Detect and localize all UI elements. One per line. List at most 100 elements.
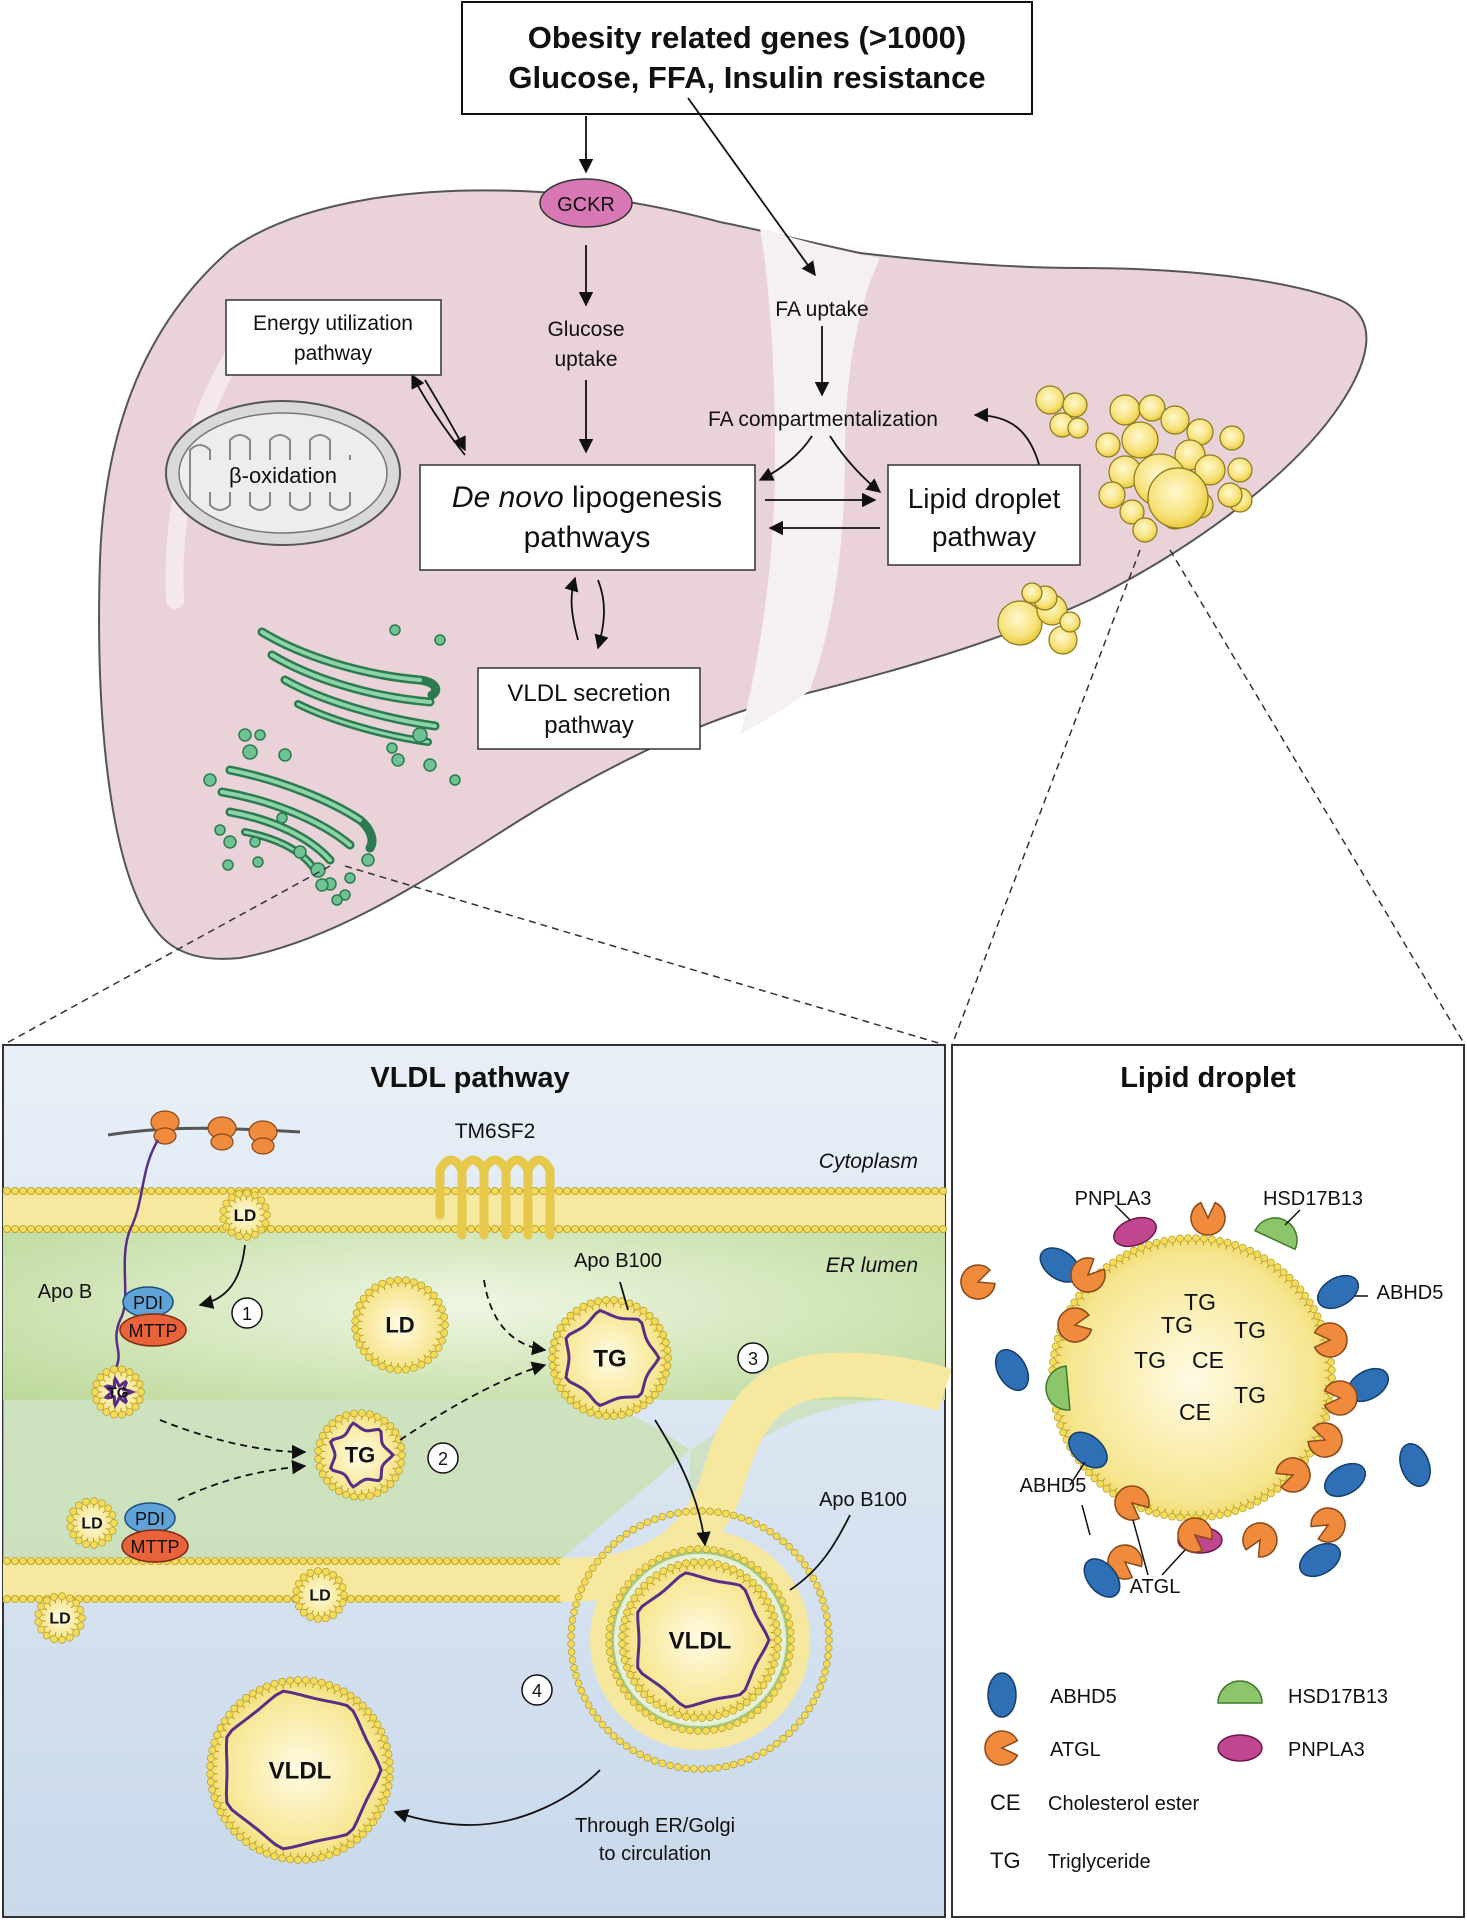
lipid-head — [578, 1586, 585, 1593]
lipid-head — [374, 1490, 381, 1497]
lipid-head — [801, 1712, 808, 1719]
lipid-head — [91, 1595, 98, 1602]
golgi-vesicle — [255, 730, 265, 740]
lipid-head — [731, 1225, 738, 1232]
lipid-head — [659, 1187, 666, 1194]
glucose-uptake-label-2: uptake — [554, 348, 617, 371]
lipid-head — [195, 1187, 202, 1194]
lipid-head — [827, 1187, 834, 1194]
lipid-head — [635, 1685, 642, 1692]
lipid-head — [271, 1853, 278, 1860]
lipid-head — [111, 1411, 118, 1418]
lipid-head — [335, 1606, 342, 1613]
lipid-head — [1103, 1485, 1110, 1492]
lipid-head — [300, 1609, 307, 1616]
pnpla3-protein — [1218, 1735, 1262, 1761]
lipid-head — [491, 1225, 498, 1232]
lipid-head — [507, 1557, 514, 1564]
lipid-head — [435, 1225, 442, 1232]
lipid-head — [441, 1330, 448, 1337]
lipid-head — [715, 1225, 722, 1232]
header-box: Obesity related genes (>1000) Glucose, F… — [462, 2, 1032, 114]
golgi-vesicle — [250, 837, 260, 847]
lipid-head — [585, 1572, 592, 1579]
lipid-head — [427, 1595, 434, 1602]
lipid-head — [1261, 1255, 1268, 1262]
lipid-head — [262, 1204, 269, 1211]
lipid-head — [19, 1595, 26, 1602]
lipid-head — [323, 1187, 330, 1194]
lipid-head — [660, 1378, 667, 1385]
lipid-head — [626, 1409, 633, 1416]
lipid-head — [754, 1566, 761, 1573]
lipid-head — [587, 1300, 594, 1307]
lipid-head — [679, 1726, 686, 1733]
lipid-head — [392, 1429, 399, 1436]
lipid-head — [379, 1280, 386, 1287]
lipid-head — [379, 1595, 386, 1602]
lipid-head — [843, 1225, 850, 1232]
lipid-head — [50, 1593, 57, 1600]
lipid-head — [379, 1557, 386, 1564]
lipid-head — [835, 1225, 842, 1232]
lipid-head — [339, 1599, 346, 1606]
lipid-head — [826, 1637, 833, 1644]
lipid-head — [132, 1403, 139, 1410]
lipid-head — [187, 1225, 194, 1232]
lipid-head — [768, 1668, 775, 1675]
lipid-head — [635, 1187, 642, 1194]
lipid-head — [580, 1303, 587, 1310]
lipid-head — [723, 1510, 730, 1517]
lipid-head — [603, 1297, 610, 1304]
lipid-head — [1268, 1490, 1275, 1497]
lipid-head — [782, 1605, 789, 1612]
lipid-head — [659, 1225, 666, 1232]
lipid-head — [418, 1282, 425, 1289]
droplet-label: LD — [385, 1313, 414, 1338]
lipid-head — [467, 1225, 474, 1232]
lipid-head — [403, 1557, 410, 1564]
lipid-head — [647, 1696, 654, 1703]
lipid-head — [275, 1595, 282, 1602]
lipid-head — [251, 1557, 258, 1564]
lipid-head — [923, 1187, 930, 1194]
lipid-head — [123, 1557, 130, 1564]
lipid-head — [430, 1351, 437, 1358]
lipid-head — [711, 1727, 718, 1734]
lipid-head — [43, 1597, 50, 1604]
lipid-head — [387, 1767, 394, 1774]
lipid-head — [667, 1225, 674, 1232]
lipid-head — [606, 1641, 613, 1648]
lipid-head — [419, 1557, 426, 1564]
lipid-head — [1247, 1502, 1254, 1509]
liver-lipid-droplet — [1148, 468, 1208, 528]
lipid-head — [67, 1557, 74, 1564]
lipid-head — [59, 1225, 66, 1232]
lipid-head — [715, 1509, 722, 1516]
lipid-head — [755, 1688, 762, 1695]
lipid-head — [1123, 1251, 1130, 1258]
lipid-head — [347, 1187, 354, 1194]
lipid-head — [573, 1402, 580, 1409]
golgi-vesicle — [215, 825, 225, 835]
lipid-head — [787, 1645, 794, 1652]
lipid-head — [779, 1187, 786, 1194]
lipid-head — [630, 1574, 637, 1581]
lipid-head — [786, 1621, 793, 1628]
lipid-head — [262, 1219, 269, 1226]
lipid-head — [365, 1708, 372, 1715]
lipid-head — [1274, 1264, 1281, 1271]
lipid-head — [335, 1577, 342, 1584]
lipid-head — [691, 1765, 698, 1772]
lipid-head — [587, 1225, 594, 1232]
lipid-head — [683, 1713, 690, 1720]
lipid-head — [35, 1225, 42, 1232]
step-number: 3 — [748, 1349, 758, 1369]
lipid-head — [891, 1225, 898, 1232]
lipid-head — [109, 1512, 116, 1519]
lipid-head — [571, 1225, 578, 1232]
lipid-head — [19, 1187, 26, 1194]
lipid-head — [139, 1595, 146, 1602]
lipid-head — [395, 1467, 402, 1474]
lipid-head — [91, 1498, 98, 1505]
